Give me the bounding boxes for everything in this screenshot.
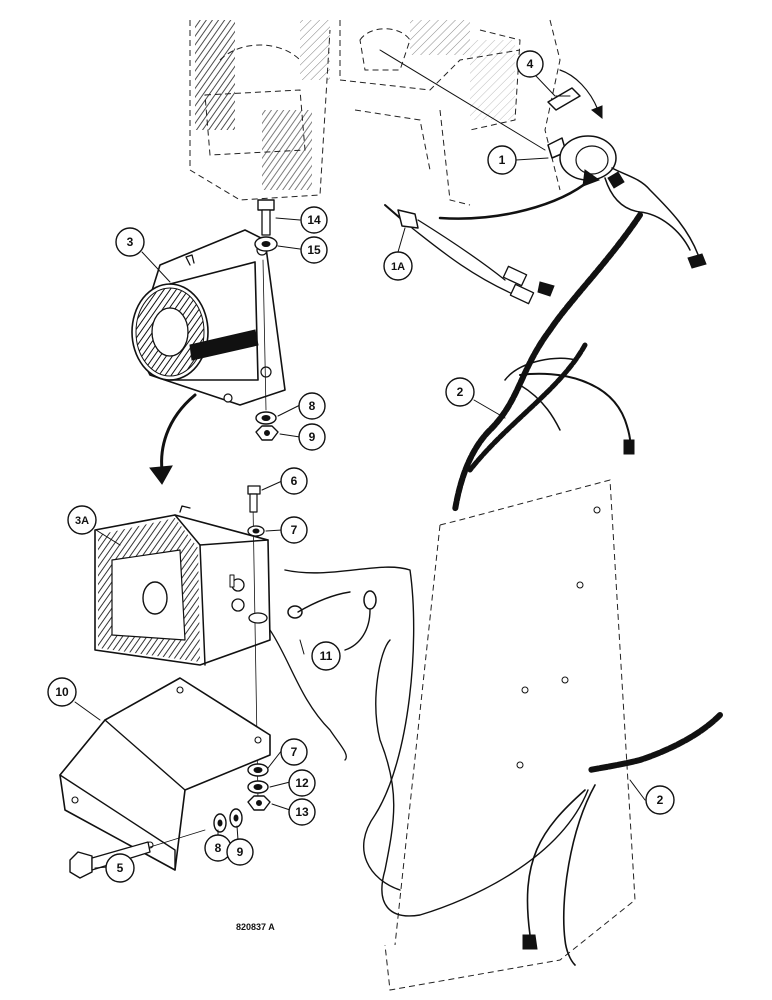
callout-label: 7: [291, 745, 298, 759]
callout-label: 13: [295, 805, 309, 819]
callout-label: 14: [307, 213, 321, 227]
callout-label: 6: [291, 474, 298, 488]
terminal-clip-part: [547, 87, 581, 111]
callout-7-upper: 7: [280, 516, 308, 544]
sender-switch-part: [384, 169, 601, 305]
callout-label: 9: [309, 430, 316, 444]
callout-13: 13: [288, 798, 316, 826]
callout-4: 4: [516, 50, 544, 78]
wire-harness-upper: [452, 212, 643, 513]
callout-10: 10: [47, 677, 77, 707]
callout-label: 3: [127, 235, 134, 249]
callout-2-upper: 2: [445, 377, 475, 407]
callout-label: 10: [55, 685, 69, 699]
callout-5: 5: [105, 853, 135, 883]
callout-label: 2: [657, 793, 664, 807]
alarm-guard-bracket: [59, 677, 271, 871]
callout-label: 12: [295, 776, 309, 790]
callout-7-lower: 7: [280, 738, 308, 766]
horn-hardware-stack: [247, 485, 271, 811]
callout-label: 1A: [391, 261, 405, 273]
callout-1: 1: [487, 145, 517, 175]
callout-14: 14: [300, 206, 328, 234]
callout-9-upper: 9: [298, 423, 326, 451]
callout-12: 12: [288, 769, 316, 797]
callout-1a: 1A: [383, 251, 413, 281]
upper-hardware-stack: [254, 199, 279, 441]
support-panel-outline: [384, 479, 636, 991]
callout-label: 11: [320, 649, 333, 663]
replacement-arrow: [149, 393, 197, 485]
callout-15: 15: [300, 236, 328, 264]
wire-harness-lower: [269, 566, 723, 966]
callout-label: 3A: [75, 515, 89, 527]
backup-alarm-horn-part: [94, 505, 271, 666]
callout-3a: 3A: [67, 505, 97, 535]
callout-9-lower: 9: [226, 838, 254, 866]
callout-label: 9: [237, 845, 244, 859]
callout-3: 3: [115, 227, 145, 257]
callout-2-lower: 2: [645, 785, 675, 815]
machine-frame-background: [189, 19, 561, 206]
callout-8-upper: 8: [298, 392, 326, 420]
callout-label: 1: [499, 153, 506, 167]
callout-6: 6: [280, 467, 308, 495]
backup-alarm-round-part: [131, 229, 286, 406]
callout-label: 4: [527, 57, 534, 71]
callout-label: 7: [291, 523, 298, 537]
callout-label: 2: [457, 385, 464, 399]
drawing-reference-code: 820837 A: [236, 922, 275, 932]
callout-11: 11: [311, 641, 341, 671]
callout-label: 5: [117, 861, 124, 875]
callout-label: 15: [307, 243, 321, 257]
callout-label: 8: [309, 399, 316, 413]
callout-label: 8: [215, 841, 222, 855]
